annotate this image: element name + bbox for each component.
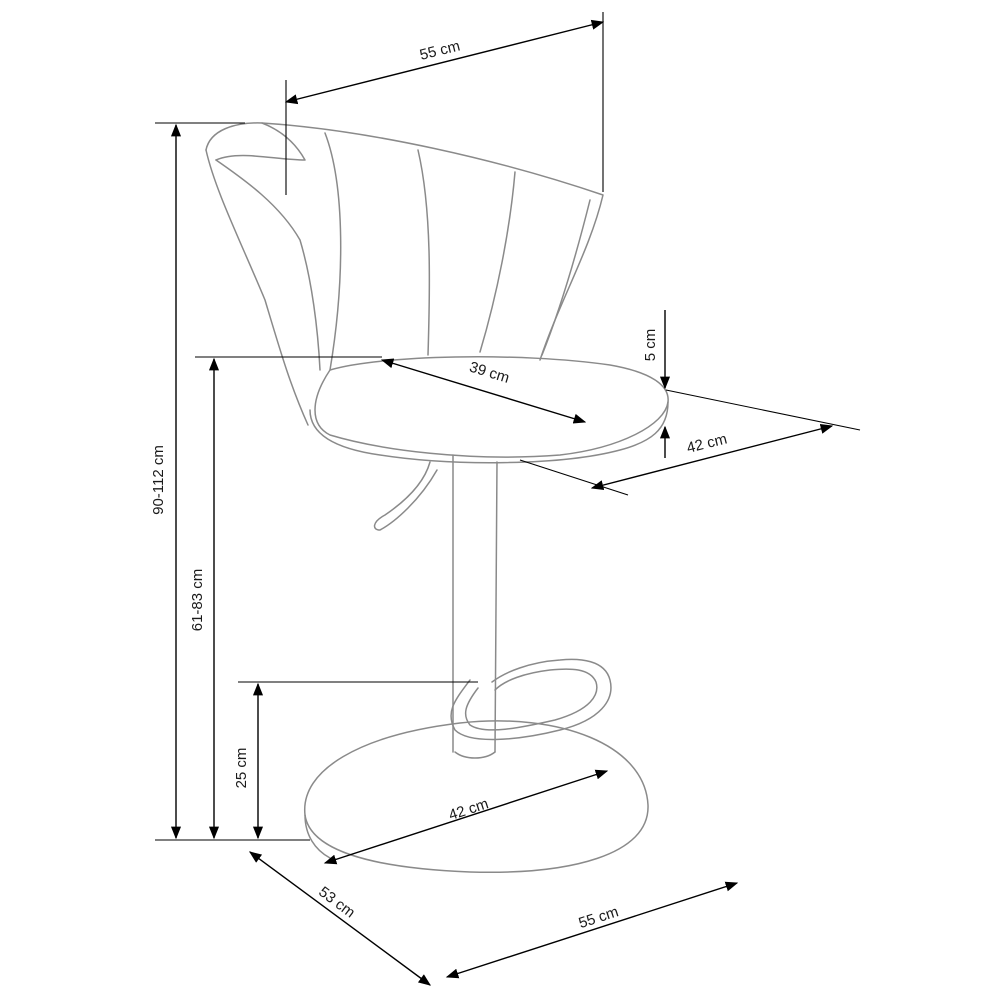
backrest-channel-1 (324, 132, 342, 371)
dimension-lines (170, 19, 834, 986)
backrest-channel-4 (541, 199, 591, 356)
label-seat-height: 61-83 cm (189, 569, 206, 632)
column-right (494, 461, 498, 753)
backrest-left-edge (205, 149, 309, 426)
label-base-diameter: 42 cm (447, 795, 491, 824)
footrest-ring (450, 658, 612, 741)
dim-top-width-line (284, 19, 605, 105)
bar-stool-outline (205, 122, 669, 874)
seat-lower-edge (309, 401, 669, 464)
dim-footprint-width-line (445, 881, 739, 979)
backrest-shell (205, 122, 604, 361)
backrest-top-lip (215, 122, 306, 161)
extension-lines (155, 12, 861, 841)
backrest-channel-2 (417, 149, 431, 356)
gas-lever (373, 461, 438, 531)
backrest-channel-3 (479, 171, 516, 353)
label-seat-width: 42 cm (685, 430, 729, 456)
dim-base-diameter-line (323, 769, 609, 865)
ext-seat-front (519, 459, 629, 496)
ext-seat-right-top (665, 389, 861, 431)
column-bottom (454, 751, 496, 759)
dim-footprint-depth-line (248, 851, 432, 986)
backrest-inner-curve (215, 159, 321, 371)
footrest-ring-inner (464, 668, 598, 731)
dim-seat-depth-line (380, 358, 587, 424)
label-seat-depth: 39 cm (467, 359, 511, 387)
base-disc (304, 720, 649, 874)
label-footrest-height: 25 cm (233, 748, 250, 789)
label-total-height: 90-112 cm (150, 445, 167, 515)
dim-seat-width-line (590, 423, 834, 491)
label-seat-thickness: 5 cm (642, 329, 659, 362)
dimension-labels: 55 cm 39 cm 5 cm 42 cm 90-112 cm 61-83 c… (150, 37, 729, 932)
